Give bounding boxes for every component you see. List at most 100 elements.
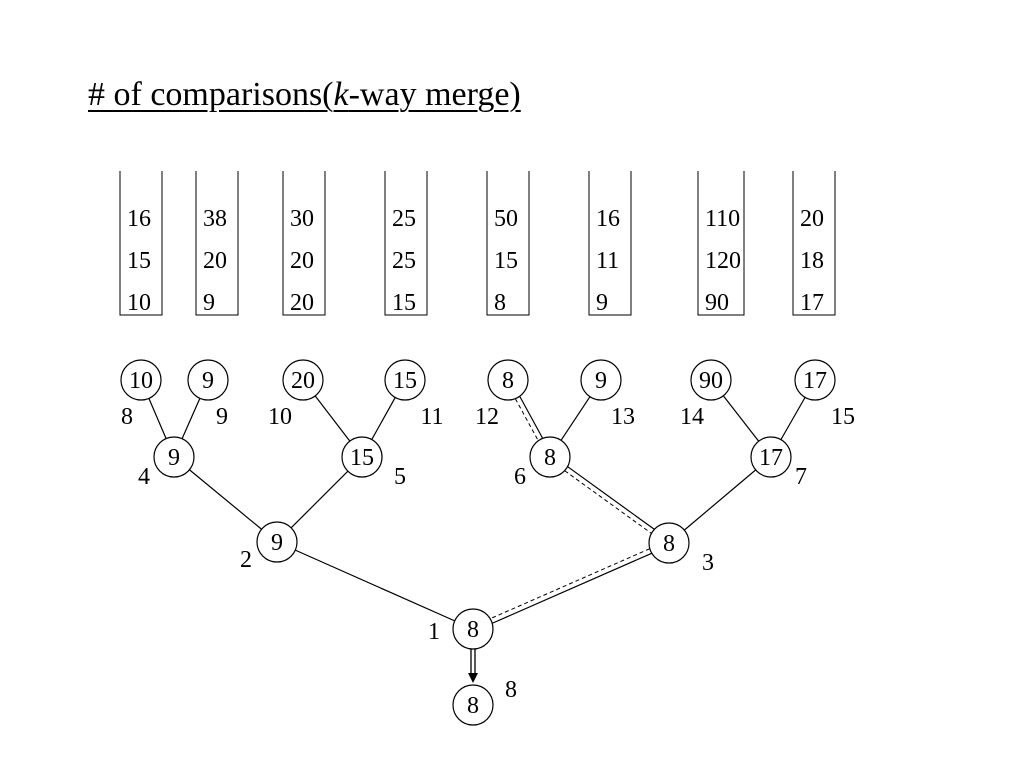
node-index-label: 15 — [831, 404, 855, 430]
node-index-label: 2 — [240, 547, 252, 573]
node-index-label: 11 — [420, 404, 443, 430]
run-value: 20 — [800, 206, 824, 232]
node-value: 9 — [595, 368, 607, 394]
run-8: 20 18 17 — [792, 171, 836, 316]
tree-edge — [371, 397, 396, 440]
title-suffix: -way merge) — [348, 76, 521, 113]
run-value: 11 — [596, 248, 619, 274]
output-label: 8 — [505, 677, 517, 703]
tree-node-14: 90 — [690, 359, 732, 401]
run-value: 20 — [290, 248, 314, 274]
node-value: 90 — [699, 368, 723, 394]
node-value: 15 — [393, 368, 417, 394]
run-box — [486, 171, 530, 316]
node-index-label: 1 — [428, 619, 440, 645]
node-circle — [690, 359, 732, 401]
tree-node-9: 9 — [187, 359, 229, 401]
node-index-label: 4 — [138, 464, 150, 490]
node-value: 15 — [350, 445, 374, 471]
tree-edge — [780, 397, 806, 440]
winner-path-edge — [519, 396, 544, 439]
node-circle — [452, 684, 494, 726]
node-circle — [153, 436, 195, 478]
winner-path-dashed-edge — [514, 398, 539, 441]
node-value: 9 — [271, 530, 283, 556]
node-index-label: 3 — [702, 550, 714, 576]
run-value: 50 — [494, 206, 518, 232]
node-value: 8 — [663, 531, 675, 557]
node-value: 8 — [467, 617, 479, 643]
tree-edge — [295, 549, 455, 622]
run-box — [282, 171, 326, 316]
node-circle — [529, 436, 571, 478]
node-index-label: 5 — [394, 464, 406, 490]
tree-edge — [722, 395, 760, 442]
run-value: 8 — [494, 290, 506, 316]
run-value: 20 — [203, 248, 227, 274]
node-circle — [187, 359, 229, 401]
run-box — [195, 171, 239, 316]
node-index-label: 10 — [268, 404, 292, 430]
node-circle — [487, 359, 529, 401]
run-6: 16 11 9 — [588, 171, 632, 316]
run-2: 38 20 9 — [195, 171, 239, 316]
node-value: 9 — [202, 368, 214, 394]
node-index-label: 6 — [514, 464, 526, 490]
node-value: 8 — [502, 368, 514, 394]
winner-path-dashed-edge — [490, 548, 650, 620]
run-value: 38 — [203, 206, 227, 232]
run-value: 17 — [800, 290, 824, 316]
run-value: 9 — [596, 290, 608, 316]
node-value: 20 — [291, 368, 315, 394]
run-value: 25 — [392, 206, 416, 232]
tree-node-6: 8 — [529, 436, 571, 478]
run-box — [697, 171, 745, 316]
winner-path-edge — [492, 552, 652, 624]
run-box — [792, 171, 836, 316]
title-italic-k: k — [333, 76, 349, 113]
node-value: 17 — [803, 368, 827, 394]
node-value: 17 — [759, 445, 783, 471]
node-circle — [341, 436, 383, 478]
tree-node-10: 20 — [282, 359, 324, 401]
node-circle — [580, 359, 622, 401]
run-value: 9 — [203, 290, 215, 316]
node-circle — [282, 359, 324, 401]
tree-nodes: 8192839415586177108992010151181291390141… — [120, 359, 855, 726]
tree-node-1: 8 — [452, 608, 494, 650]
node-circle — [750, 436, 792, 478]
tree-edge — [683, 469, 757, 531]
tree-edge — [189, 469, 262, 530]
tree-node-8: 10 — [120, 359, 162, 401]
tree-node-3: 8 — [648, 522, 690, 564]
run-value: 25 — [392, 248, 416, 274]
tree-node-13: 9 — [580, 359, 622, 401]
winner-path-dashed-edge — [564, 470, 652, 534]
run-value: 90 — [705, 290, 729, 316]
tree-node-12: 8 — [487, 359, 529, 401]
tree-edge — [314, 395, 351, 442]
run-value: 16 — [596, 206, 620, 232]
run-value: 18 — [800, 248, 824, 274]
node-index-label: 7 — [795, 464, 807, 490]
run-box — [119, 171, 163, 316]
output-node: 8 — [452, 684, 494, 726]
run-box — [384, 171, 428, 316]
tree-node-4: 9 — [153, 436, 195, 478]
node-value: 9 — [168, 445, 180, 471]
tree-edge — [181, 398, 201, 439]
tree-node-2: 9 — [256, 521, 298, 563]
slide-title: # of comparisons(k-way merge) — [88, 76, 521, 114]
tree-edge — [148, 398, 167, 439]
run-value: 15 — [127, 248, 151, 274]
node-value: 10 — [129, 368, 153, 394]
node-circle — [120, 359, 162, 401]
run-value: 10 — [127, 290, 151, 316]
run-value: 120 — [705, 248, 741, 274]
title-prefix: # of comparisons( — [88, 76, 334, 113]
